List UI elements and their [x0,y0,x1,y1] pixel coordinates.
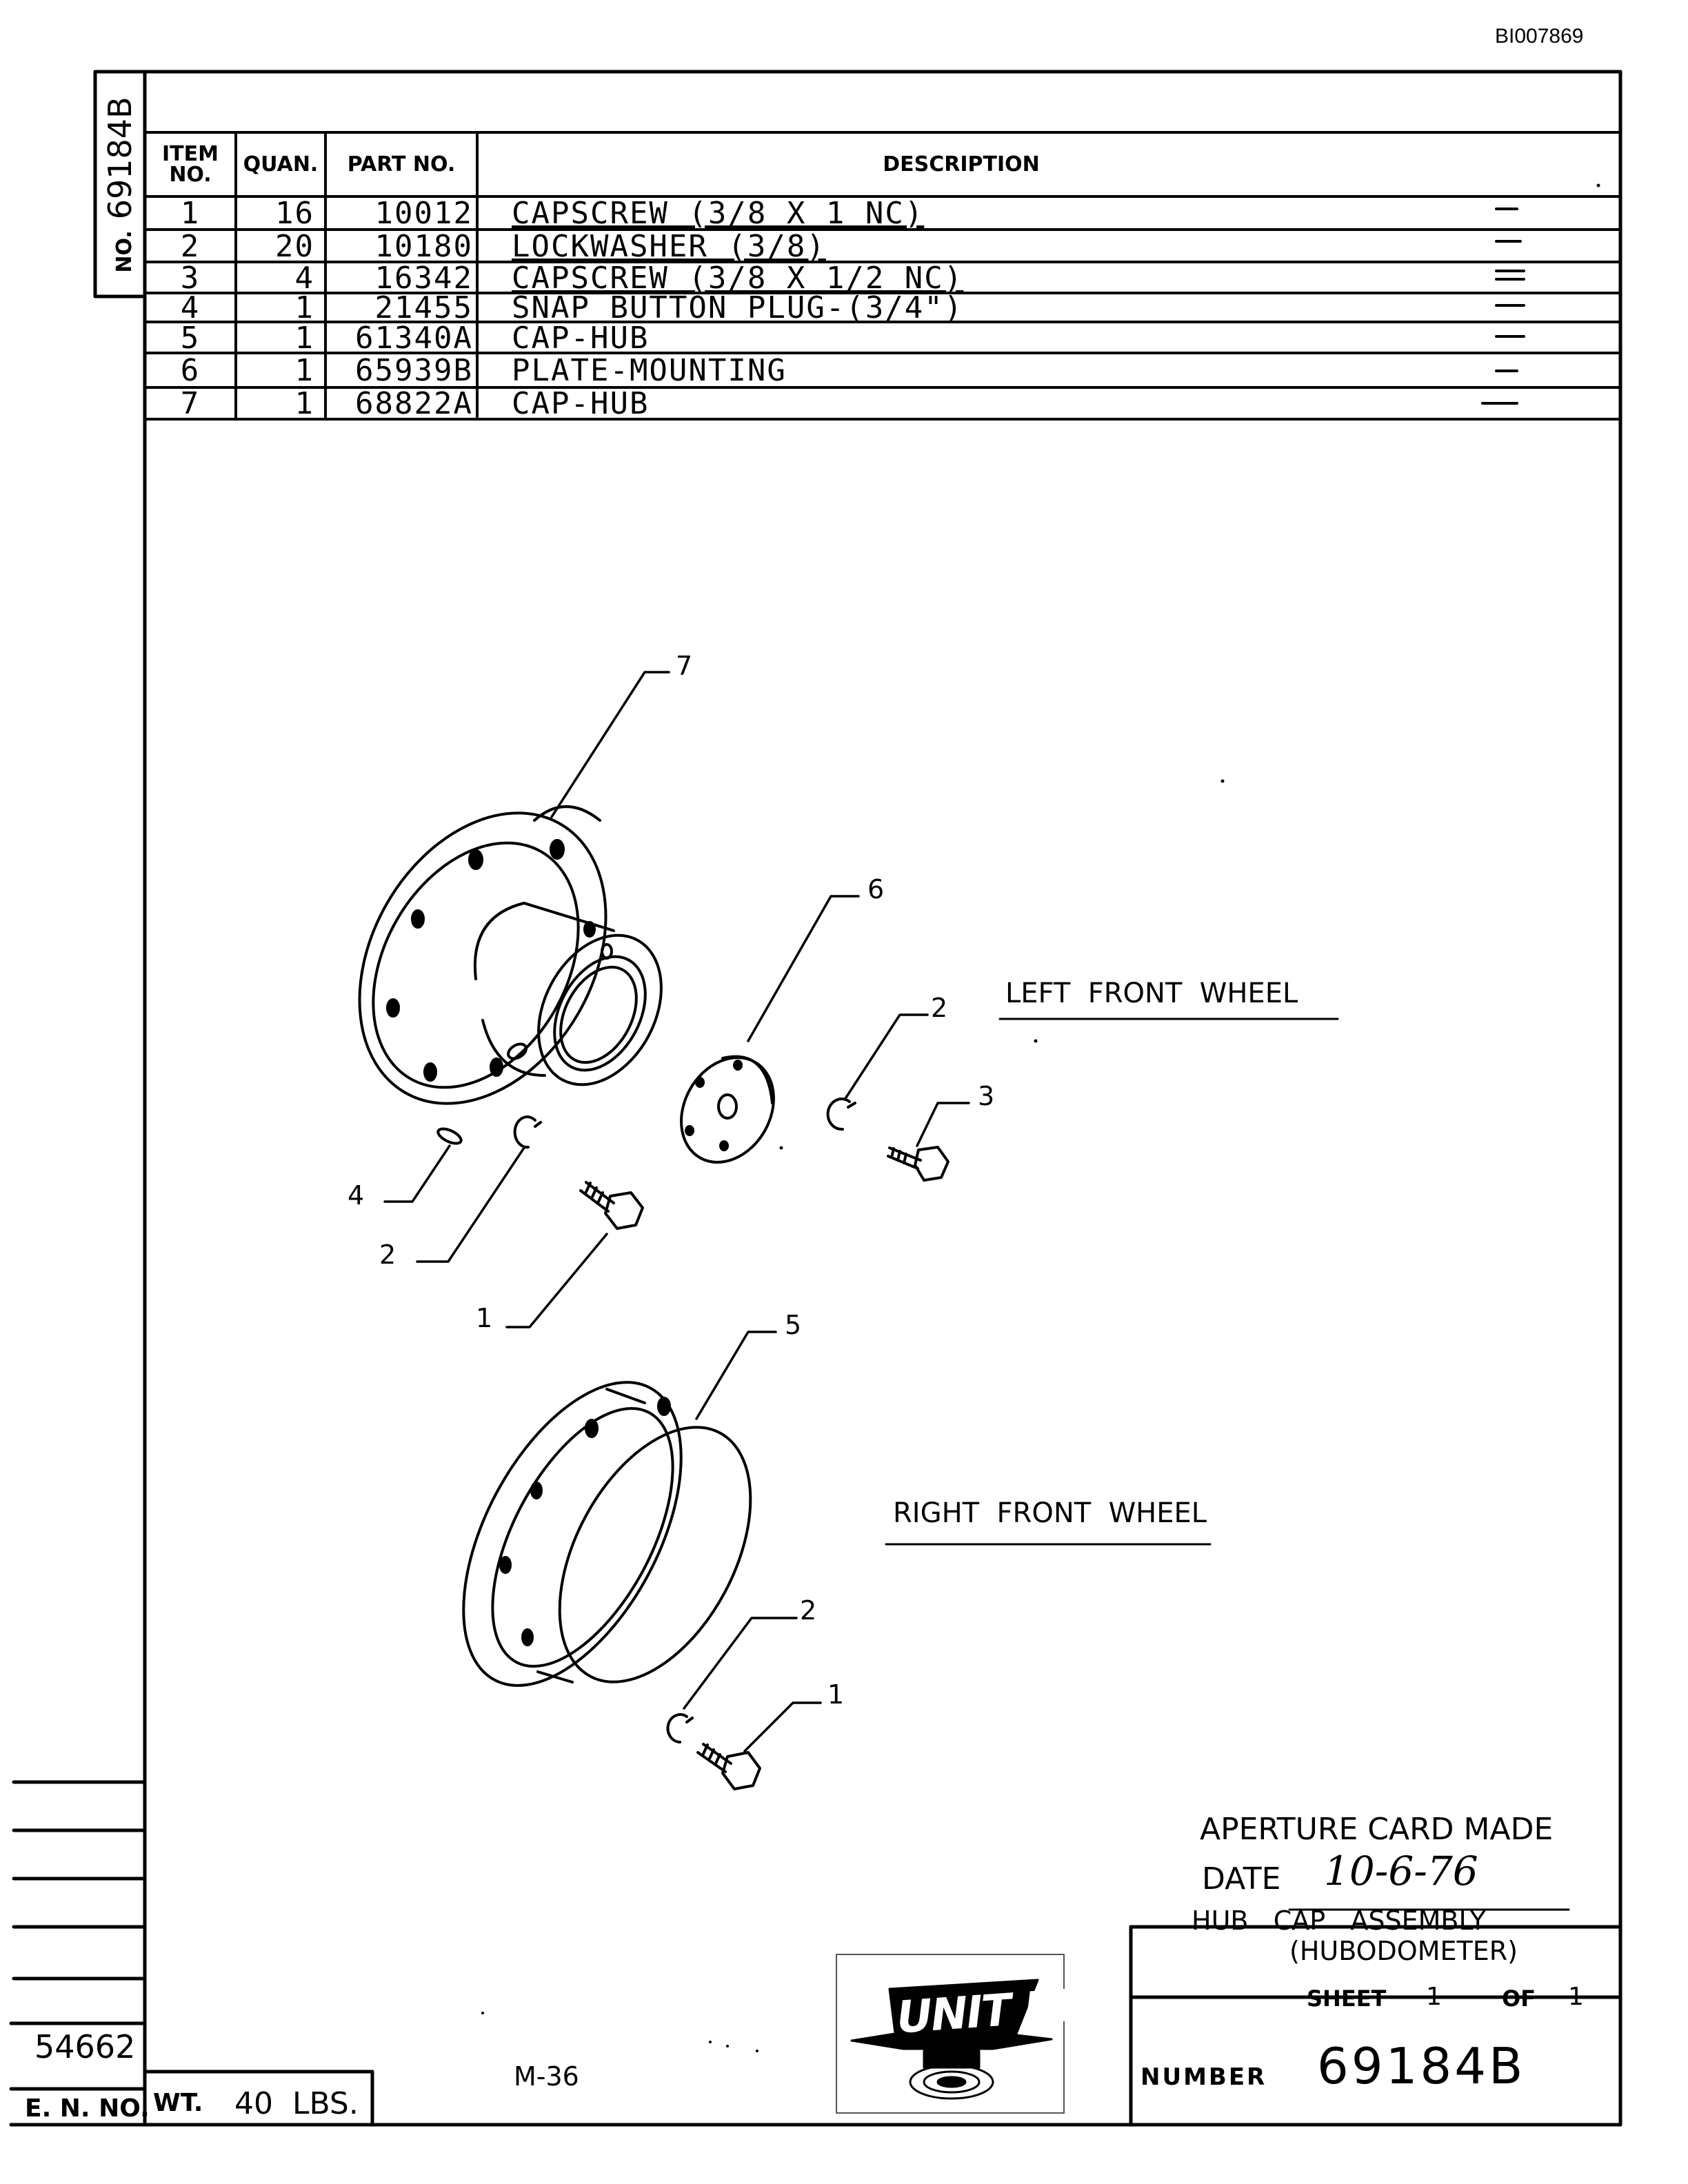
row-part-no: 68822A [355,385,473,421]
of-number: 1 [1568,1983,1584,2011]
side-number-value: 69184B [101,97,139,220]
part-capscrew [579,1146,950,1790]
callout-5: 5 [785,1310,802,1340]
row-description: CAPSCREW (3/8 X 1/2 NC) [512,260,964,296]
callout-2-lower: 2 [800,1595,817,1626]
header-quantity: QUAN. [243,152,319,176]
callout-3: 3 [978,1081,995,1111]
side-drawing-number: NO. 69184B [101,97,139,272]
drawing-frame [9,70,1622,2127]
part-mounting-plate-6 [680,1055,775,1164]
header-item-no: ITEM NO. [162,142,219,187]
row-part-no: 65939B [355,352,473,388]
right-front-wheel-label: RIGHT FRONT WHEEL [893,1497,1207,1529]
weight-label: WT. [153,2089,203,2117]
aperture-card-text: APERTURE CARD MADE [1200,1812,1554,1847]
row-description: SNAP BUTTON PLUG-(3/4") [512,290,964,325]
callout-1-upper: 1 [476,1303,493,1333]
header-part-no: PART NO. [347,152,456,176]
label-underlines [885,1018,1570,1911]
row-description: CAPSCREW (3/8 X 1 NC) [512,195,925,231]
unit-rig-logo [850,1979,1053,2100]
title-block-grid [1129,1925,1622,2127]
title-line-2: (HUBODOMETER) [1289,1936,1518,1966]
row-quantity: 1 [294,385,314,421]
parts-table-grid [143,131,1622,421]
part-snap-plug [436,1127,463,1145]
callout-6: 6 [867,874,885,904]
scan-specks [481,183,1600,2052]
row-part-no: 61340A [355,320,473,356]
row-item: 5 [180,320,201,356]
part-hub-cap-5 [462,1381,752,1687]
row-quantity: 1 [294,290,314,325]
row-description: CAP-HUB [512,320,650,356]
row-item: 7 [180,385,201,421]
row-item: 3 [180,260,201,296]
row-description: CAP-HUB [512,385,650,421]
leader-lines [383,671,970,1752]
callout-1-lower: 1 [827,1679,845,1710]
sheet-number: 1 [1426,1983,1442,2011]
row-quantity: 16 [275,195,314,231]
callout-7: 7 [676,651,693,681]
row-quantity: 1 [294,320,314,356]
aperture-date-label: DATE [1202,1861,1281,1897]
sheet-label: SHEET [1307,1985,1387,2012]
document-code: BI007869 [1495,25,1584,48]
title-line-1: HUB CAP ASSEMBLY [1192,1905,1486,1936]
of-label: OF [1502,1985,1536,2012]
row-item: 1 [180,195,201,231]
aperture-date-value: 10-6-76 [1324,1848,1478,1894]
row-dashes [1481,208,1525,405]
header-description: DESCRIPTION [883,152,1040,176]
callout-2-left: 2 [379,1240,396,1270]
logo-box [836,1954,1065,2114]
left-front-wheel-label: LEFT FRONT WHEEL [1005,978,1298,1009]
weight-value: 40 LBS. [234,2086,359,2121]
engineering-number-label: E. N. NO. [25,2094,150,2123]
m-code: M-36 [514,2061,579,2092]
row-part-no: 21455 [374,290,473,325]
row-part-no: 10012 [374,195,473,231]
row-quantity: 1 [294,352,314,388]
engineering-number-value: 54662 [34,2028,136,2065]
row-item: 6 [180,352,201,388]
row-part-no: 16342 [374,260,473,296]
row-part-no: 10180 [374,228,473,264]
callout-2-upper: 2 [931,993,948,1023]
row-quantity: 20 [275,228,314,264]
number-label: NUMBER [1141,2063,1267,2091]
row-description: LOCKWASHER (3/8) [512,228,826,264]
row-description: PLATE-MOUNTING [512,352,787,388]
callout-4: 4 [348,1180,365,1211]
part-lockwasher [513,1098,856,1743]
side-number-prefix: NO. [112,230,137,273]
part-hub-cap-7 [358,805,663,1105]
row-item: 2 [180,228,201,264]
drawing-number: 69184B [1317,2037,1526,2095]
row-item: 4 [180,290,201,325]
row-quantity: 4 [294,260,314,296]
